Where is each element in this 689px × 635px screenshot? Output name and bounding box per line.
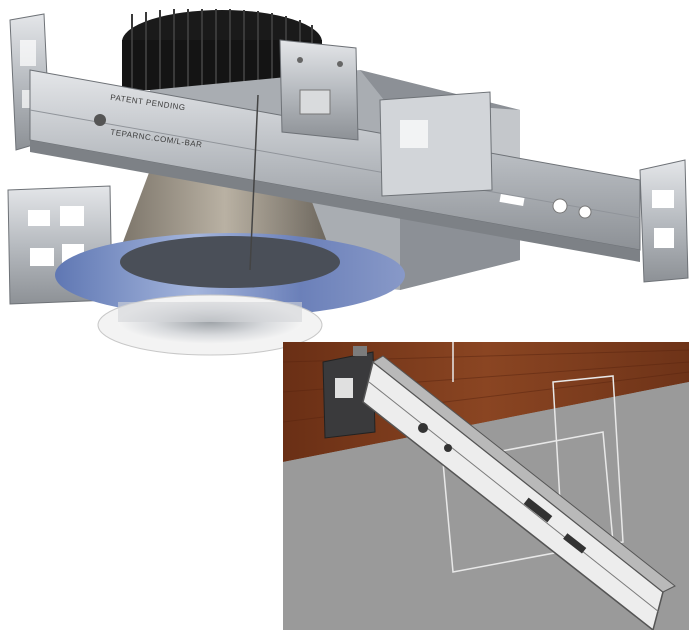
l-bar-rail-detail: [362, 355, 676, 630]
l-bar-rail: [29, 69, 641, 262]
trim-flange: [55, 233, 405, 317]
reflector-trim: [97, 294, 323, 356]
right-mounting-bracket: [639, 159, 689, 283]
joist-clip: [322, 346, 376, 439]
junction-box: [279, 39, 493, 197]
installation-illustration: [283, 342, 689, 630]
hanger-wire: [249, 94, 259, 271]
installation-detail-inset: [283, 342, 689, 630]
